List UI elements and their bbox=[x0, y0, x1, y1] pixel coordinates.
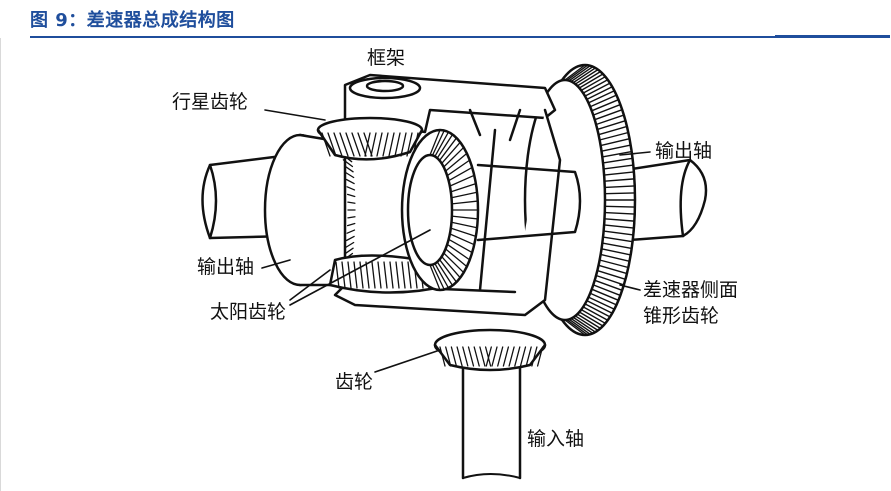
left-border bbox=[0, 38, 1, 491]
title-rule bbox=[30, 36, 890, 38]
label-gear: 齿轮 bbox=[335, 371, 373, 393]
label-sun-gear: 太阳齿轮 bbox=[210, 301, 286, 323]
leader-lines bbox=[261, 109, 651, 373]
label-output-shaft-left: 输出轴 bbox=[197, 256, 254, 278]
figure-header: 图 9：差速器总成结构图 bbox=[0, 0, 891, 40]
inner-bevel-gear bbox=[400, 128, 582, 292]
label-planet-gear: 行星齿轮 bbox=[172, 91, 248, 113]
inner-bevel-teeth bbox=[429, 129, 479, 291]
label-side-bevel-line1: 差速器侧面 bbox=[643, 279, 738, 301]
ring-gear-teeth bbox=[564, 64, 636, 336]
label-input-shaft: 输入轴 bbox=[527, 428, 584, 450]
title-rule-accent bbox=[775, 35, 890, 38]
label-side-bevel-line2: 锥形齿轮 bbox=[643, 305, 719, 327]
pinion-gear bbox=[433, 328, 547, 372]
pinion-gear-teeth bbox=[439, 346, 544, 367]
right-output-shaft bbox=[623, 158, 708, 242]
figure-title: 图 9：差速器总成结构图 bbox=[30, 10, 235, 31]
planet-gear-top bbox=[316, 116, 424, 161]
input-shaft bbox=[461, 358, 522, 480]
label-frame: 框架 bbox=[367, 47, 405, 69]
label-output-shaft-right: 输出轴 bbox=[655, 140, 712, 162]
carrier-frame bbox=[333, 73, 562, 317]
